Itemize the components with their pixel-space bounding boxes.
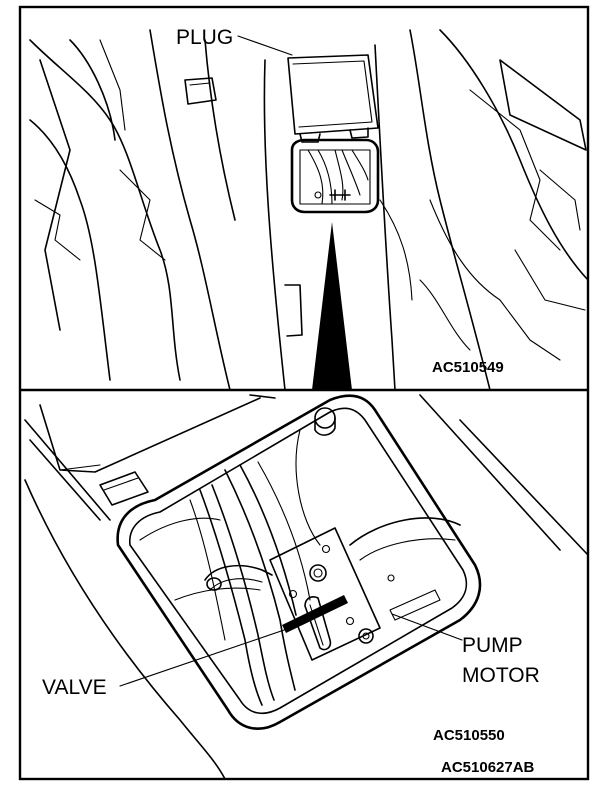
plug-label: PLUG bbox=[176, 26, 233, 49]
plug-lid bbox=[287, 54, 379, 135]
sheet-code: AC510627AB bbox=[441, 759, 535, 776]
valve-handle bbox=[282, 595, 348, 633]
service-opening-zoom bbox=[116, 394, 482, 730]
lower-panel: VALVE PUMP MOTOR AC510550 bbox=[24, 394, 589, 780]
pump-label-line2: MOTOR bbox=[462, 664, 540, 687]
pump-label-line1: PUMP bbox=[462, 634, 523, 657]
valve-label: VALVE bbox=[42, 676, 107, 699]
upper-panel: PLUG AC510549 bbox=[29, 26, 589, 391]
lower-figure-code: AC510550 bbox=[433, 727, 505, 744]
zoom-projection bbox=[312, 222, 352, 390]
upper-figure-code: AC510549 bbox=[432, 359, 504, 376]
service-opening bbox=[290, 138, 380, 214]
